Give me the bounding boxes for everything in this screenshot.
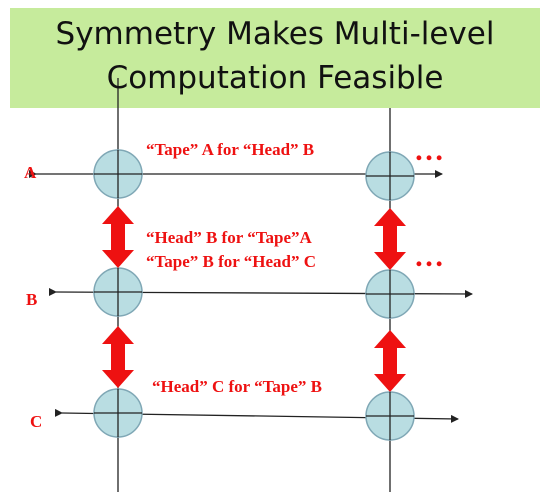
title-line-1: Symmetry Makes Multi-level: [55, 16, 495, 52]
title-band: [10, 8, 540, 108]
ellipsis-middle: …: [414, 240, 444, 273]
caption-tape-b-head-c: “Tape” B for “Head” C: [146, 252, 316, 271]
double-arrow-icon: [374, 208, 406, 270]
double-arrow-icon: [102, 206, 134, 268]
level-label-b: B: [26, 290, 37, 309]
double-arrow-icon: [374, 330, 406, 392]
ellipsis-top: …: [414, 134, 444, 167]
caption-head-b-tape-a: “Head” B for “Tape”A: [146, 228, 312, 247]
level-label-a: A: [24, 163, 37, 182]
caption-head-c-tape-b: “Head” C for “Tape” B: [152, 377, 322, 396]
caption-tape-a-head-b: “Tape” A for “Head” B: [146, 140, 314, 159]
double-arrow-icon: [102, 326, 134, 388]
level-label-c: C: [30, 412, 42, 431]
title-line-2: Computation Feasible: [106, 60, 444, 96]
